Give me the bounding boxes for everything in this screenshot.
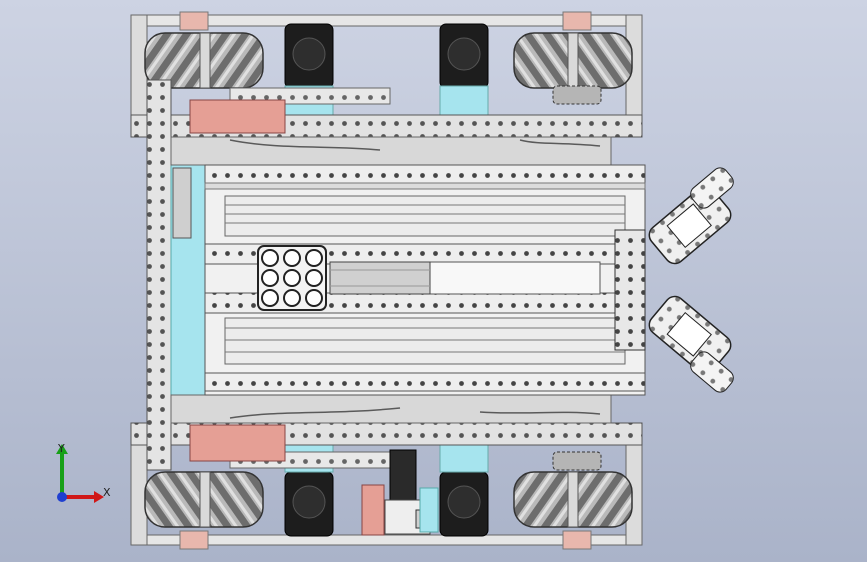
mecanum-wheel-front-right (513, 32, 633, 89)
mecanum-wheel-front-left (144, 32, 264, 89)
wiring (229, 139, 601, 419)
x-axis-label: X (103, 486, 111, 499)
gear-block (257, 245, 327, 311)
drive-motors (284, 23, 489, 537)
view-triad: Y X (56, 442, 111, 503)
outer-frame (130, 14, 643, 546)
bearing-blocks (189, 99, 286, 462)
y-axis-label: Y (57, 442, 65, 455)
axle-bearings (179, 11, 592, 550)
x-axis-arrowhead (94, 491, 104, 503)
mecanum-wheel-rear-left (144, 471, 264, 528)
gripper-claw (614, 167, 734, 393)
z-axis-dot (57, 492, 67, 502)
left-vertical-channel (146, 79, 172, 471)
y-axis-arrowhead (56, 444, 68, 454)
pulleys (552, 85, 602, 471)
rear-servo-assembly (361, 449, 439, 536)
mecanum-wheel-rear-right (513, 471, 633, 528)
